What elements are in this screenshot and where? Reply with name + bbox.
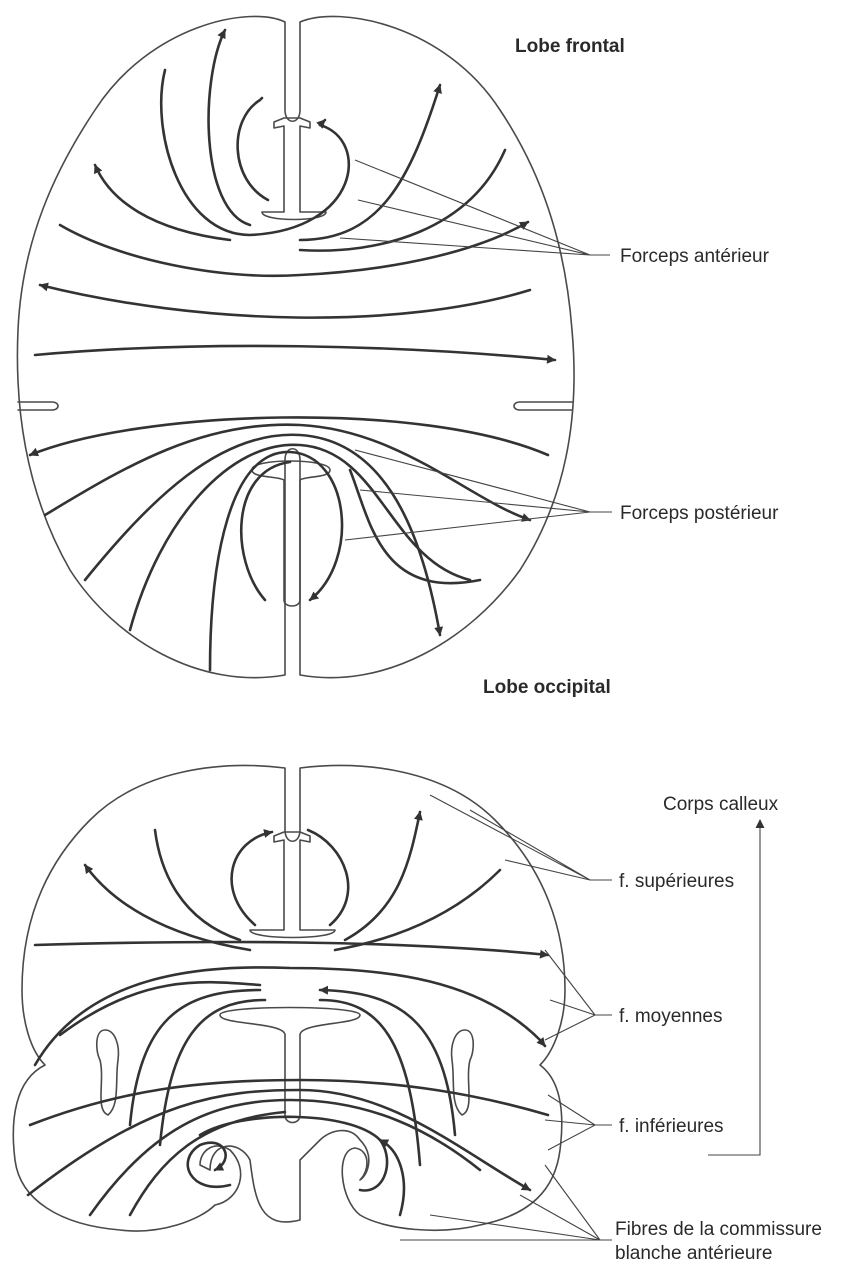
fibre-arrow (232, 832, 272, 925)
fibre-arrow (35, 967, 540, 1065)
fibre-arrow (45, 425, 530, 520)
fibre-arrow (161, 70, 349, 235)
fibre-arrow (320, 990, 455, 1135)
label-forceps-anterieur: Forceps antérieur (620, 246, 770, 267)
left-notch (18, 402, 58, 410)
fibre-arrow (345, 812, 420, 940)
anterior-ventricle (262, 118, 326, 220)
label-f-superieures: f. supérieures (619, 871, 734, 892)
label-forceps-posterieur: Forceps postérieur (620, 503, 779, 524)
fibre-arrow (320, 120, 325, 125)
fibre-arrow (35, 942, 548, 955)
right-pocket (452, 1030, 474, 1115)
label-f-moyennes: f. moyennes (619, 1006, 723, 1027)
label-lobe-occipital: Lobe occipital (483, 677, 611, 698)
fibre-arrow (130, 1112, 285, 1215)
fibre-arrow (210, 452, 342, 670)
fibre-arrow (35, 346, 555, 360)
fibre-arrow (30, 1080, 548, 1125)
fibre-arrow (540, 1040, 545, 1046)
leader-line (545, 950, 612, 1040)
leader-line (545, 1095, 612, 1150)
coronal-section (13, 766, 760, 1240)
fibre-arrow (200, 1117, 387, 1191)
fibre-arrow (160, 1000, 265, 1145)
label-fibres-commissure-1: Fibres de la commissure (615, 1219, 822, 1240)
fibre-arrow (209, 30, 250, 225)
fibre-arrow (95, 165, 230, 240)
fibre-arrow (60, 222, 528, 276)
right-notch (514, 402, 572, 410)
fibre-arrow (238, 98, 268, 200)
leader-line (430, 795, 612, 880)
label-corps-calleux: Corps calleux (663, 794, 779, 815)
fibre-arrow (308, 830, 348, 925)
fibre-arrow (28, 1090, 530, 1195)
label-f-inferieures: f. inférieures (619, 1116, 724, 1137)
horizontal-section (17, 16, 612, 677)
fibre-arrow (40, 285, 530, 318)
fibre-arrow (155, 830, 240, 940)
label-fibres-commissure-2: blanche antérieure (615, 1243, 772, 1264)
upper-ventricle (250, 832, 335, 938)
posterior-ventricle (252, 461, 330, 606)
fibre-arrow (335, 870, 500, 950)
fibre-arrow (241, 462, 290, 600)
label-lobe-frontal: Lobe frontal (515, 36, 625, 57)
